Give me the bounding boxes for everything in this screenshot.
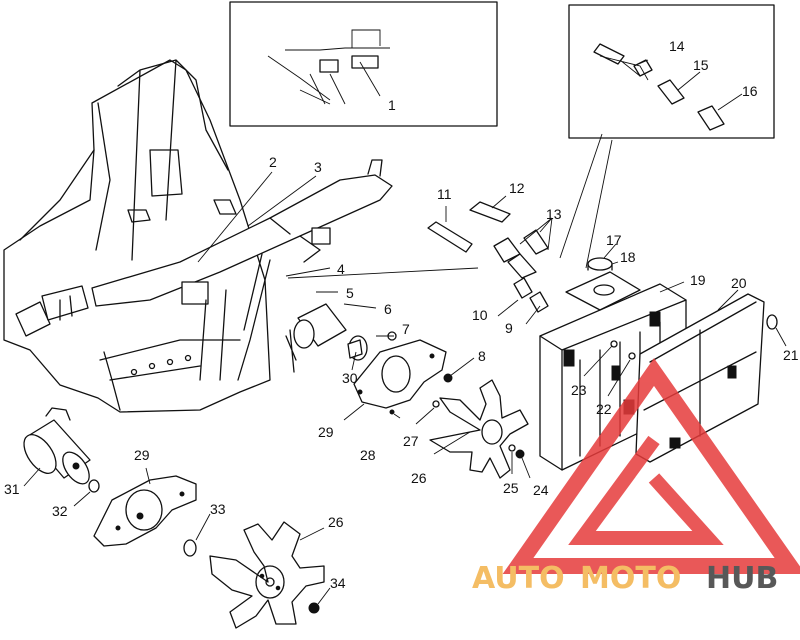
callout-29-lower: 29 (134, 447, 150, 463)
nut-24 (515, 449, 525, 459)
callout-23: 23 (571, 382, 587, 398)
callout-8: 8 (478, 348, 486, 364)
bolt-27 (432, 400, 440, 408)
callout-20: 20 (731, 275, 747, 291)
callout-13: 13 (546, 206, 562, 222)
callout-14: 14 (669, 38, 685, 54)
cooling-fan-blade-upper (429, 379, 529, 479)
lower-leaders (23, 467, 331, 605)
watermark-moto: MOTO (580, 561, 681, 596)
callout-29-upper: 29 (318, 424, 334, 440)
callout-21: 21 (783, 347, 799, 363)
motor-leaders (343, 335, 531, 479)
callout-26-upper: 26 (411, 470, 427, 486)
callout-11: 11 (437, 186, 452, 202)
callout-6: 6 (384, 301, 392, 317)
watermark-triangle-logo (502, 358, 800, 574)
nut-34 (308, 602, 320, 614)
callout-3: 3 (314, 159, 322, 175)
callout-5: 5 (346, 285, 354, 301)
hoses-and-fittings (427, 195, 553, 325)
callout-18: 18 (620, 249, 636, 265)
washer-25 (508, 444, 516, 452)
fan-mount-plate-upper (353, 339, 447, 409)
detail-inset-2 (568, 4, 775, 139)
radiator-leaders (287, 59, 787, 397)
radiator-cap-17 (587, 257, 613, 271)
automotohub-watermark: AUTO MOTO HUB (472, 358, 800, 596)
cooling-fan-blade-lower (209, 521, 325, 629)
callout-9: 9 (505, 320, 513, 336)
fan-mount-plate-lower (93, 475, 197, 547)
callout-22: 22 (596, 401, 612, 417)
callout-27: 27 (403, 433, 419, 449)
callout-30: 30 (342, 370, 358, 386)
callout-1: 1 (388, 97, 396, 113)
detail-inset-1 (229, 1, 498, 127)
callout-labels: 1 2 3 4 5 6 7 8 9 10 11 12 13 14 15 16 1… (4, 38, 799, 591)
fan-motor-lower (23, 407, 91, 485)
callout-34: 34 (330, 575, 346, 591)
chassis-frame (3, 59, 393, 413)
watermark-auto: AUTO (472, 561, 565, 596)
callout-7: 7 (402, 321, 410, 337)
callout-26-lower: 26 (328, 514, 344, 530)
callout-17: 17 (606, 232, 622, 248)
callout-24: 24 (533, 482, 549, 498)
washer-28 (389, 409, 395, 415)
callout-32: 32 (52, 503, 68, 519)
cooling-fan-motor-upper (285, 303, 397, 373)
callout-25: 25 (503, 480, 519, 496)
callout-12: 12 (509, 180, 525, 196)
callout-16: 16 (742, 83, 758, 99)
callout-4: 4 (337, 261, 345, 277)
callout-15: 15 (693, 57, 709, 73)
callout-28: 28 (360, 447, 376, 463)
callout-33: 33 (210, 501, 226, 517)
callout-19: 19 (690, 272, 706, 288)
frame-leaders (197, 61, 381, 309)
grommet-21 (766, 314, 778, 330)
callout-31: 31 (4, 481, 20, 497)
callout-10: 10 (472, 307, 488, 323)
callout-2: 2 (269, 154, 277, 170)
spacer-33 (183, 539, 197, 557)
spacer-32 (88, 479, 100, 493)
watermark-hub: HUB (706, 561, 778, 596)
